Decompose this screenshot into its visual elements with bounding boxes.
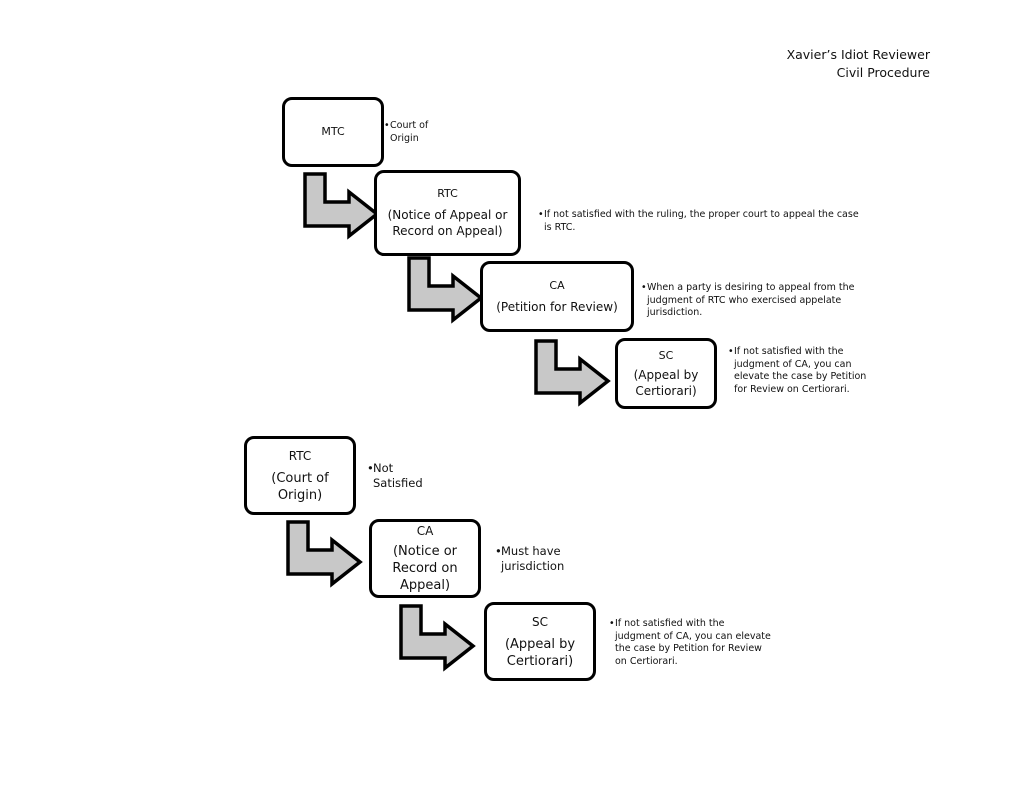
rtc-box: RTC (Notice of Appeal or Record on Appea… bbox=[374, 170, 521, 256]
ca-title: CA bbox=[549, 278, 565, 292]
sc-box: SC (Appeal by Certiorari) bbox=[615, 338, 717, 409]
ca-appeal-box: CA (Notice or Record on Appeal) bbox=[369, 519, 481, 598]
mtc-title: MTC bbox=[321, 125, 345, 138]
rtc-origin-title: RTC bbox=[288, 448, 312, 463]
arrow-mtc-to-rtc bbox=[303, 172, 379, 238]
arrow-rtc-to-ca bbox=[407, 256, 483, 322]
sc-title: SC bbox=[658, 348, 674, 362]
sc-certiorari-note: • If not satisfied with the judgment of … bbox=[609, 618, 771, 667]
ca-box: CA (Petition for Review) bbox=[480, 261, 634, 332]
sc-note: • If not satisfied with the judgment of … bbox=[728, 346, 867, 395]
mtc-box: MTC bbox=[282, 97, 384, 167]
header-subtitle: Civil Procedure bbox=[836, 65, 930, 80]
arrow-rtc-origin-to-ca bbox=[286, 520, 362, 586]
ca-appeal-note: • Must have jurisdiction bbox=[495, 544, 565, 573]
mtc-note: • Court of Origin bbox=[384, 120, 429, 144]
ca-note: • When a party is desiring to appeal fro… bbox=[641, 282, 855, 319]
ca-appeal-title: CA bbox=[416, 524, 434, 538]
sc-certiorari-title: SC bbox=[532, 614, 548, 629]
sc-certiorari-box: SC (Appeal by Certiorari) bbox=[484, 602, 596, 681]
arrow-ca-appeal-to-sc bbox=[399, 604, 475, 670]
document-header: Xavier’s Idiot Reviewer Civil Procedure bbox=[787, 46, 930, 82]
arrow-ca-to-sc bbox=[534, 339, 610, 405]
rtc-origin-note: • Not Satisfied bbox=[367, 461, 423, 490]
header-title: Xavier’s Idiot Reviewer bbox=[786, 47, 930, 62]
rtc-origin-box: RTC (Court of Origin) bbox=[244, 436, 356, 515]
rtc-title: RTC bbox=[437, 187, 458, 200]
rtc-note: • If not satisfied with the ruling, the … bbox=[538, 209, 859, 233]
